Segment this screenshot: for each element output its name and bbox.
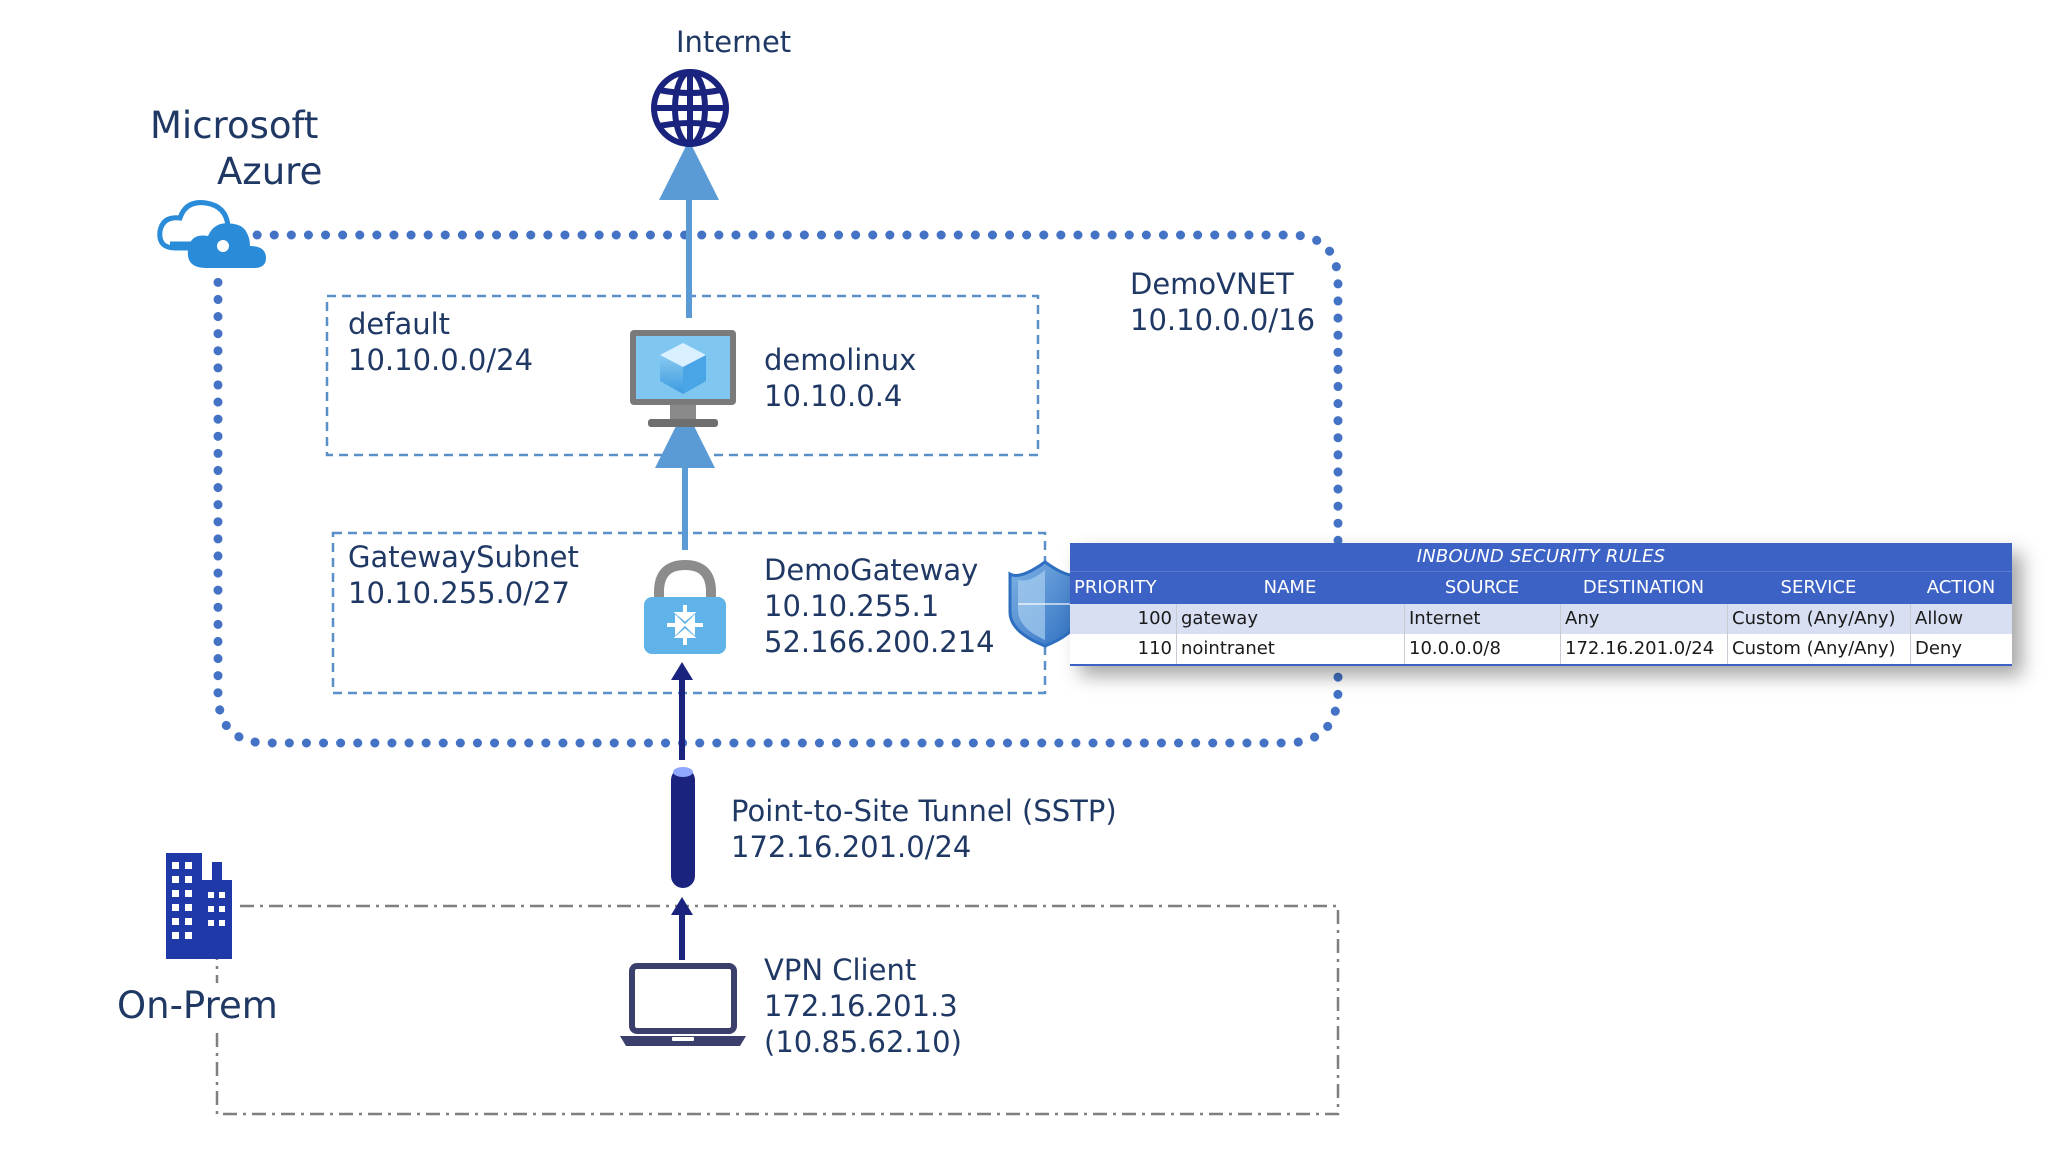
internet-label: Internet (676, 25, 792, 59)
table-row: 100 gateway Internet Any Custom (Any/Any… (1070, 604, 2012, 634)
client-ip: 172.16.201.3 (764, 989, 958, 1023)
col-action: ACTION (1926, 577, 1996, 598)
cell-destination: Any (1560, 604, 1727, 634)
gateway-name: DemoGateway (764, 553, 979, 587)
virtual-machine-icon (630, 330, 736, 427)
cell-action: Deny (1910, 634, 2012, 664)
azure-label-line1: Microsoft (150, 104, 319, 147)
cell-service: Custom (Any/Any) (1727, 604, 1910, 634)
globe-icon (651, 69, 729, 147)
vnet-name: DemoVNET (1130, 267, 1294, 301)
laptop-icon (620, 963, 746, 1046)
col-service: SERVICE (1780, 577, 1857, 598)
tunnel-name: Point-to-Site Tunnel (SSTP) (731, 794, 1117, 828)
tunnel-pipe-icon (671, 767, 695, 888)
nsg-inbound-rules-table: INBOUND SECURITY RULES PRIORITY NAME SOU… (1070, 543, 2012, 666)
nsg-table-title: INBOUND SECURITY RULES (1070, 543, 2012, 571)
client-name: VPN Client (764, 953, 917, 987)
gateway-public-ip: 52.166.200.214 (764, 625, 995, 659)
client-local-ip: (10.85.62.10) (764, 1025, 962, 1059)
gateway-subnet-name: GatewaySubnet (348, 540, 579, 574)
vnet-cidr: 10.10.0.0/16 (1130, 303, 1316, 337)
cell-source: 10.0.0.0/8 (1404, 634, 1560, 664)
azure-cloud-icon (157, 200, 266, 268)
col-destination: DESTINATION (1582, 577, 1705, 598)
vpn-gateway-icon (644, 559, 726, 654)
vm-name: demolinux (764, 343, 917, 377)
onprem-label: On-Prem (117, 983, 278, 1029)
vm-ip: 10.10.0.4 (764, 379, 903, 413)
azure-label-line2: Azure (217, 150, 323, 193)
buildings-icon (166, 853, 232, 959)
col-priority: PRIORITY (1074, 577, 1157, 598)
cell-source: Internet (1404, 604, 1560, 634)
default-subnet-name: default (348, 307, 451, 341)
nsg-table-header: PRIORITY NAME SOURCE DESTINATION SERVICE… (1070, 571, 2012, 604)
cell-service: Custom (Any/Any) (1727, 634, 1910, 664)
gateway-private-ip: 10.10.255.1 (764, 589, 940, 623)
tunnel-cidr: 172.16.201.0/24 (731, 830, 972, 864)
onprem-boundary (215, 904, 1340, 1116)
col-source: SOURCE (1444, 577, 1520, 598)
cell-action: Allow (1910, 604, 2012, 634)
cell-name: gateway (1176, 604, 1404, 634)
default-subnet-cidr: 10.10.0.0/24 (348, 343, 534, 377)
cell-name: nointranet (1176, 634, 1404, 664)
cell-priority: 100 (1137, 608, 1172, 629)
table-row: 110 nointranet 10.0.0.0/8 172.16.201.0/2… (1070, 634, 2012, 666)
gateway-subnet-cidr: 10.10.255.0/27 (348, 576, 570, 610)
vnet-boundary (213, 230, 1343, 748)
col-name: NAME (1263, 577, 1317, 598)
cell-destination: 172.16.201.0/24 (1560, 634, 1727, 664)
cell-priority: 110 (1137, 638, 1172, 659)
